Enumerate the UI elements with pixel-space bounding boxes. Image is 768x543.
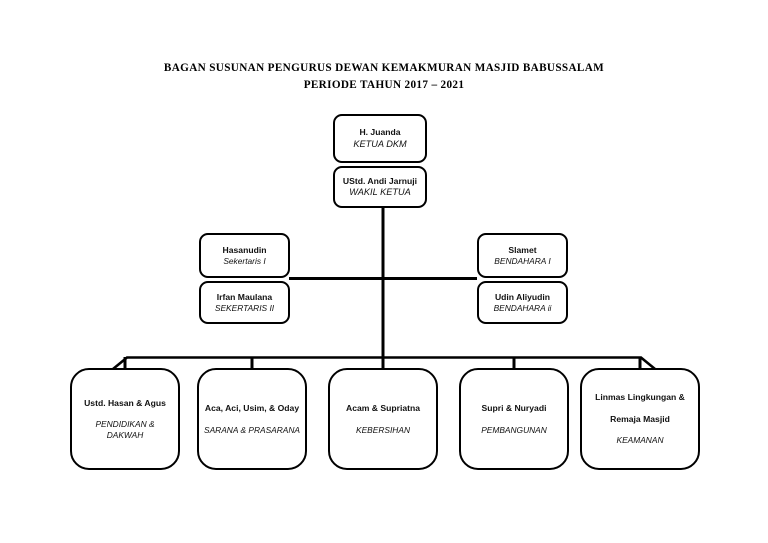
node-sekertaris-1-name: Hasanudin xyxy=(222,244,267,255)
node-sarana-prasarana-name: Aca, Aci, Usim, & Oday xyxy=(204,403,300,414)
node-bendahara-1-role: BENDAHARA I xyxy=(494,256,551,267)
node-pendidikan-dakwah-name: Ustd. Hasan & Agus xyxy=(84,398,166,408)
node-bendahara-1-name: Slamet xyxy=(508,244,537,255)
node-keamanan-role: KEAMANAN xyxy=(616,435,664,446)
node-pendidikan-dakwah[interactable]: Ustd. Hasan & Agus PENDIDIKAN & DAKWAH xyxy=(70,368,180,470)
node-keamanan[interactable]: Linmas Lingkungan & Remaja Masjid KEAMAN… xyxy=(580,368,700,470)
node-kebersihan[interactable]: Acam & Supriatna KEBERSIHAN xyxy=(328,368,438,470)
node-keamanan-name-line-2: Remaja Masjid xyxy=(610,413,670,424)
node-sekertaris-2-role: SEKERTARIS II xyxy=(214,303,275,314)
node-wakil-ketua[interactable]: UStd. Andi Jarnuji WAKIL KETUA xyxy=(333,166,427,208)
node-kebersihan-role: KEBERSIHAN xyxy=(356,424,410,435)
node-ketua[interactable]: H. Juanda KETUA DKM xyxy=(333,114,427,163)
node-bendahara-2[interactable]: Udin Aliyudin BENDAHARA ii xyxy=(477,281,568,324)
node-sekertaris-1-role: Sekertaris I xyxy=(223,256,266,267)
node-pembangunan-name: Supri & Nuryadi xyxy=(481,403,547,414)
page-title-line-2: PERIODE TAHUN 2017 – 2021 xyxy=(303,79,465,91)
node-pembangunan[interactable]: Supri & Nuryadi PEMBANGUNAN xyxy=(459,368,569,470)
node-bendahara-2-name: Udin Aliyudin xyxy=(494,291,551,302)
node-kebersihan-name: Acam & Supriatna xyxy=(345,403,421,414)
chart-title-block: BAGAN SUSUNAN PENGURUS DEWAN KEMAKMURAN … xyxy=(0,60,768,94)
node-sekertaris-2-name: Irfan Maulana xyxy=(216,291,273,302)
node-keamanan-name-line-1: Linmas Lingkungan & xyxy=(595,392,685,403)
node-bendahara-2-role: BENDAHARA ii xyxy=(493,303,552,314)
page-title-line-1: BAGAN SUSUNAN PENGURUS DEWAN KEMAKMURAN … xyxy=(163,62,605,74)
node-sekertaris-1[interactable]: Hasanudin Sekertaris I xyxy=(199,233,290,278)
node-sarana-prasarana[interactable]: Aca, Aci, Usim, & Oday SARANA & PRASARAN… xyxy=(197,368,307,470)
node-bendahara-1[interactable]: Slamet BENDAHARA I xyxy=(477,233,568,278)
node-wakil-ketua-role: WAKIL KETUA xyxy=(349,187,411,198)
node-pembangunan-role: PEMBANGUNAN xyxy=(481,424,547,435)
node-sekertaris-2[interactable]: Irfan Maulana SEKERTARIS II xyxy=(199,281,290,324)
node-ketua-name: H. Juanda xyxy=(359,127,401,138)
node-ketua-role: KETUA DKM xyxy=(353,138,407,149)
node-sarana-prasarana-role: SARANA & PRASARANA xyxy=(203,424,301,435)
node-pendidikan-dakwah-role-line-2: DAKWAH xyxy=(106,429,144,440)
node-pendidikan-dakwah-role-line-1: PENDIDIKAN & xyxy=(95,419,155,430)
node-wakil-ketua-name: UStd. Andi Jarnuji xyxy=(342,175,418,186)
